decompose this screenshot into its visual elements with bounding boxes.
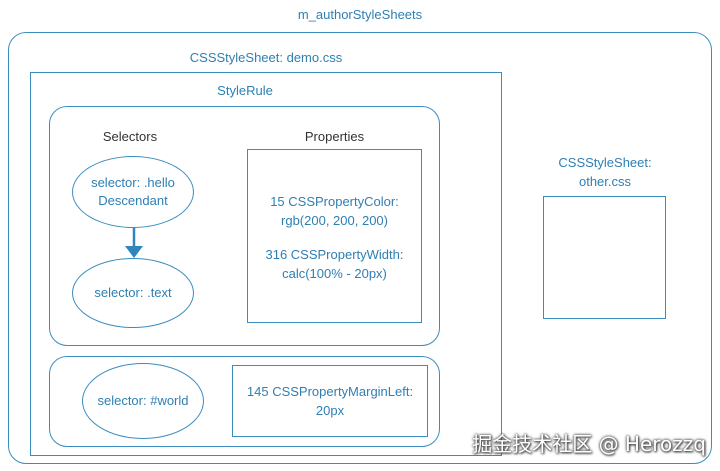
demo-css-stylesheet-box <box>30 72 502 456</box>
style-rule-label: StyleRule <box>217 83 273 98</box>
author-stylesheets-container <box>8 32 712 464</box>
property-width: 316 CSSPropertyWidth: calc(100% - 20px) <box>247 245 422 283</box>
selector-text-label: selector: .text <box>94 285 172 300</box>
arrow-head <box>125 246 143 258</box>
selector-world-label: selector: #world <box>97 393 189 408</box>
selectors-title: Selectors <box>102 129 158 144</box>
other-css-label-line2: other.css <box>578 174 632 189</box>
properties-title: Properties <box>304 129 365 144</box>
property-margin: 145 CSSPropertyMarginLeft: 20px <box>232 382 428 420</box>
property-margin-box <box>232 365 428 437</box>
other-css-stylesheet-box <box>543 196 666 319</box>
properties-box <box>247 149 422 323</box>
property-color-name: 15 CSSPropertyColor: <box>270 194 399 209</box>
selector-hello-combinator: Descendant <box>98 193 168 208</box>
property-width-value: calc(100% - 20px) <box>282 266 387 281</box>
other-css-label-line1: CSSStyleSheet: <box>558 155 652 170</box>
property-margin-name: 145 CSSPropertyMarginLeft: <box>246 384 414 399</box>
selector-chain-arrow <box>125 228 143 258</box>
property-width-name: 316 CSSPropertyWidth: <box>265 247 404 262</box>
other-css-label: CSSStyleSheet: other.css <box>530 153 680 191</box>
property-color: 15 CSSPropertyColor: rgb(200, 200, 200) <box>247 192 422 230</box>
selector-world-ellipse: selector: #world <box>82 363 204 439</box>
property-margin-value: 20px <box>315 403 345 418</box>
style-rule-1 <box>49 106 440 346</box>
demo-css-label: CSSStyleSheet: demo.css <box>189 50 343 65</box>
selector-hello-text: selector: .hello <box>91 175 175 190</box>
watermark: 掘金技术社区 @ Herozzq <box>472 432 706 456</box>
property-color-value: rgb(200, 200, 200) <box>281 213 388 228</box>
selector-text-ellipse: selector: .text <box>72 258 194 328</box>
root-title: m_authorStyleSheets <box>297 7 423 22</box>
selector-hello-ellipse: selector: .hello Descendant <box>72 156 194 228</box>
style-rule-2 <box>49 356 440 447</box>
